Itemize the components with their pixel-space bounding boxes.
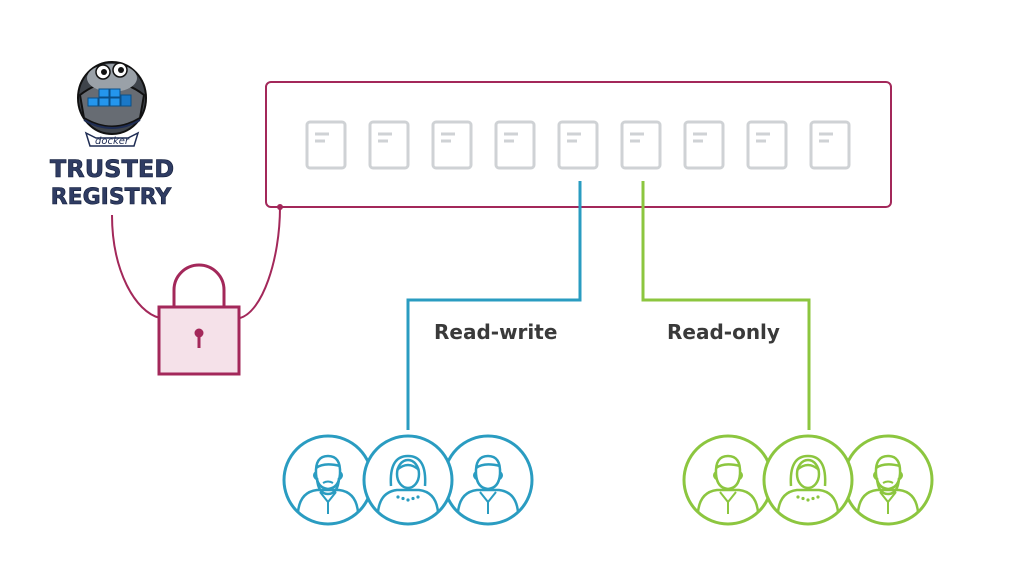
repository-icon bbox=[431, 120, 473, 170]
logo-registry-text: REGISTRY bbox=[51, 185, 173, 210]
repository-icon bbox=[683, 120, 725, 170]
registry-to-lock-connector bbox=[239, 206, 281, 319]
repository-icon bbox=[368, 120, 410, 170]
logo-mascot-icon bbox=[77, 61, 147, 135]
logo-trusted-text: TRUSTED bbox=[50, 155, 174, 183]
read-write-connector bbox=[406, 181, 582, 430]
man-user-icon bbox=[442, 434, 534, 526]
woman-user-icon bbox=[762, 434, 854, 526]
logo-ribbon: docker bbox=[84, 131, 140, 147]
repository-icon bbox=[746, 120, 788, 170]
read-only-user-group bbox=[682, 434, 934, 526]
padlock-icon bbox=[157, 263, 241, 376]
docker-trusted-registry-logo: docker TRUSTED REGISTRY bbox=[50, 61, 174, 210]
man-user-icon bbox=[682, 434, 774, 526]
read-only-connector bbox=[641, 181, 811, 430]
repository-icon bbox=[620, 120, 662, 170]
read-write-user-group bbox=[282, 434, 534, 526]
repository-icon bbox=[305, 120, 347, 170]
repository-icon bbox=[809, 120, 851, 170]
read-write-label: Read-write bbox=[434, 320, 558, 344]
repository-icon bbox=[557, 120, 599, 170]
repository-icon bbox=[494, 120, 536, 170]
connector-dot bbox=[277, 204, 283, 210]
read-only-label: Read-only bbox=[667, 320, 780, 344]
logo-brand-text: docker bbox=[95, 136, 130, 147]
repository-list bbox=[305, 120, 851, 170]
woman-user-icon bbox=[362, 434, 454, 526]
man-user-icon bbox=[842, 434, 934, 526]
man-user-icon bbox=[282, 434, 374, 526]
logo-to-lock-connector bbox=[111, 214, 161, 319]
